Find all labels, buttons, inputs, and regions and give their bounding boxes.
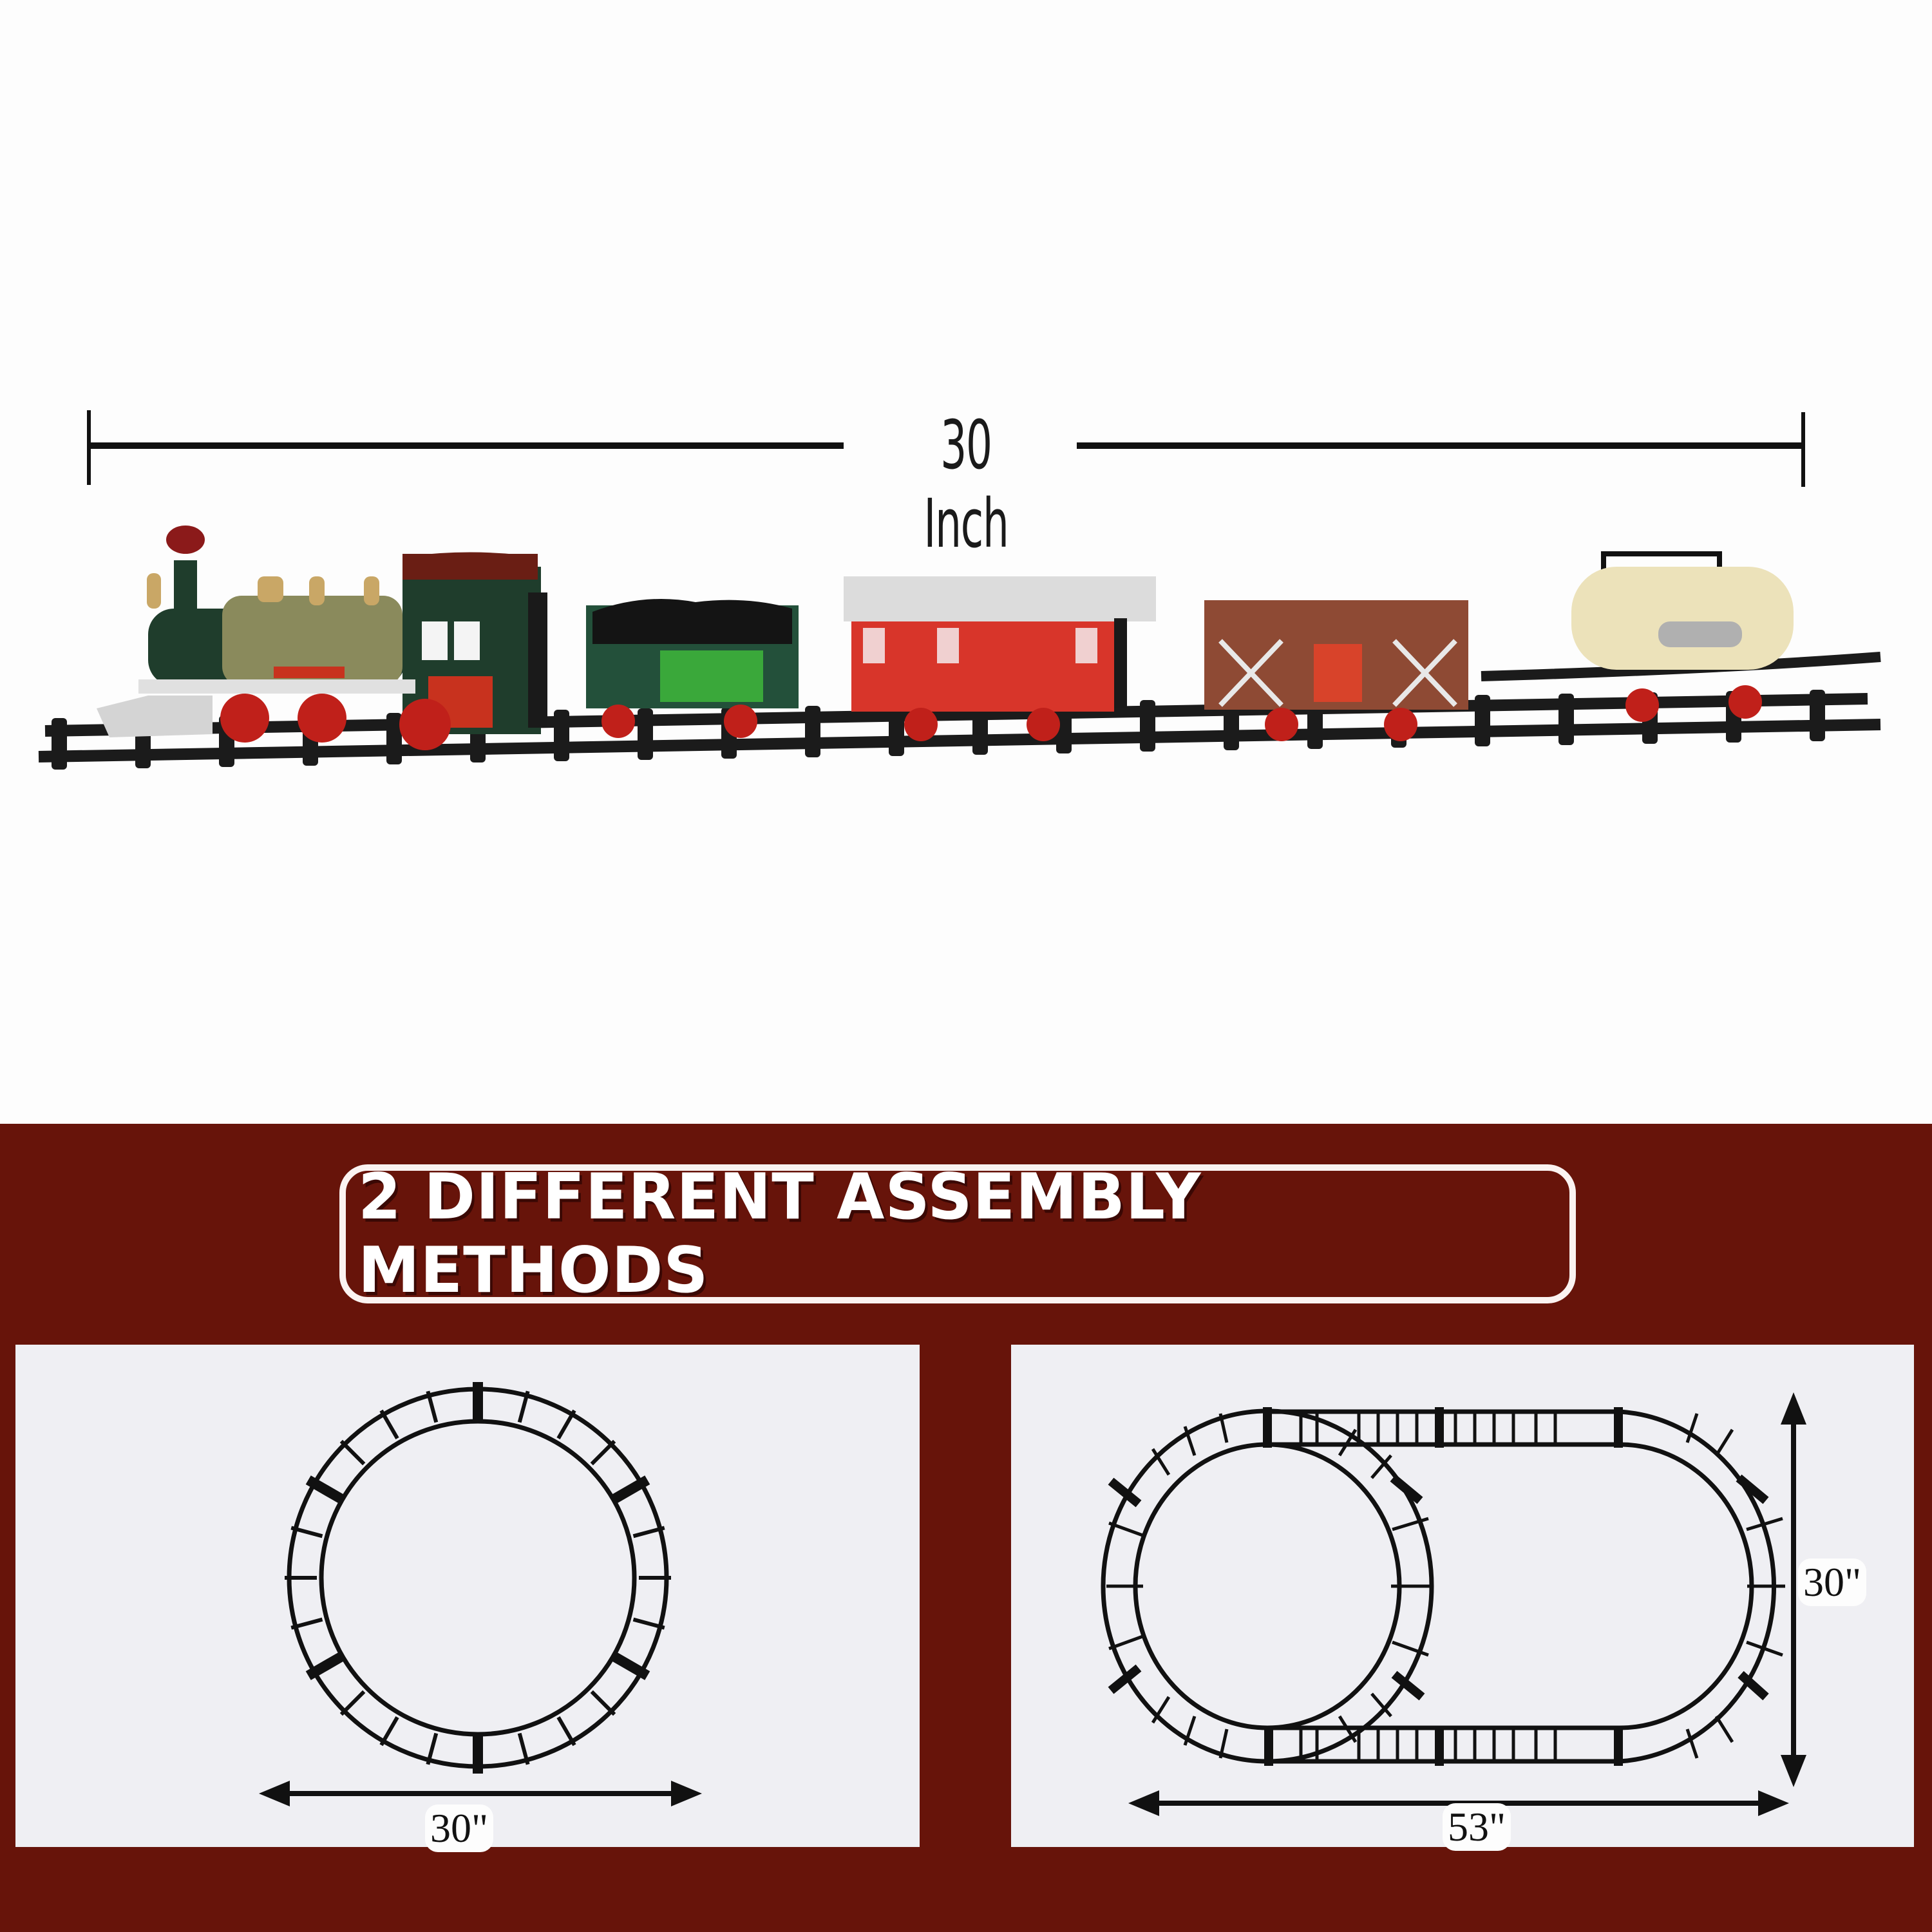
circle-joints <box>305 1382 650 1774</box>
caboose <box>844 576 1156 741</box>
circle-width-label: 30" <box>425 1804 494 1852</box>
oval-width-label: 53" <box>1443 1803 1511 1851</box>
circle-track-diagram <box>259 1382 702 1806</box>
oval-curve-ties <box>1106 1413 1785 1759</box>
oval-straight-ties <box>1299 1410 1557 1763</box>
oval-height-label: 30" <box>1798 1558 1867 1606</box>
oval-height-arrow <box>1781 1392 1806 1787</box>
oval-layout-panel: 53" 30" <box>1011 1345 1914 1851</box>
cattle-car <box>1204 600 1468 741</box>
locomotive <box>97 526 547 750</box>
coal-tender <box>586 599 799 738</box>
assembly-banner: 2 DIFFERENT ASSEMBLY METHODS <box>339 1160 1576 1307</box>
circle-ties <box>285 1390 671 1765</box>
circle-layout-panel: 30" <box>15 1345 920 1852</box>
measure-line-left <box>89 442 844 449</box>
oval-joints <box>1108 1407 1769 1766</box>
measure-right-cap <box>1801 412 1805 487</box>
banner-title: 2 DIFFERENT ASSEMBLY METHODS <box>358 1160 1202 1307</box>
tank-car <box>1571 551 1794 722</box>
train-set-illustration <box>38 526 1881 770</box>
product-photo-area: 30 Inch <box>38 406 1881 770</box>
train-length-label: 30 Inch <box>923 406 1009 563</box>
circle-width-arrow <box>259 1781 702 1806</box>
measure-line-right <box>1077 442 1803 449</box>
oval-track-diagram <box>1101 1392 1806 1816</box>
